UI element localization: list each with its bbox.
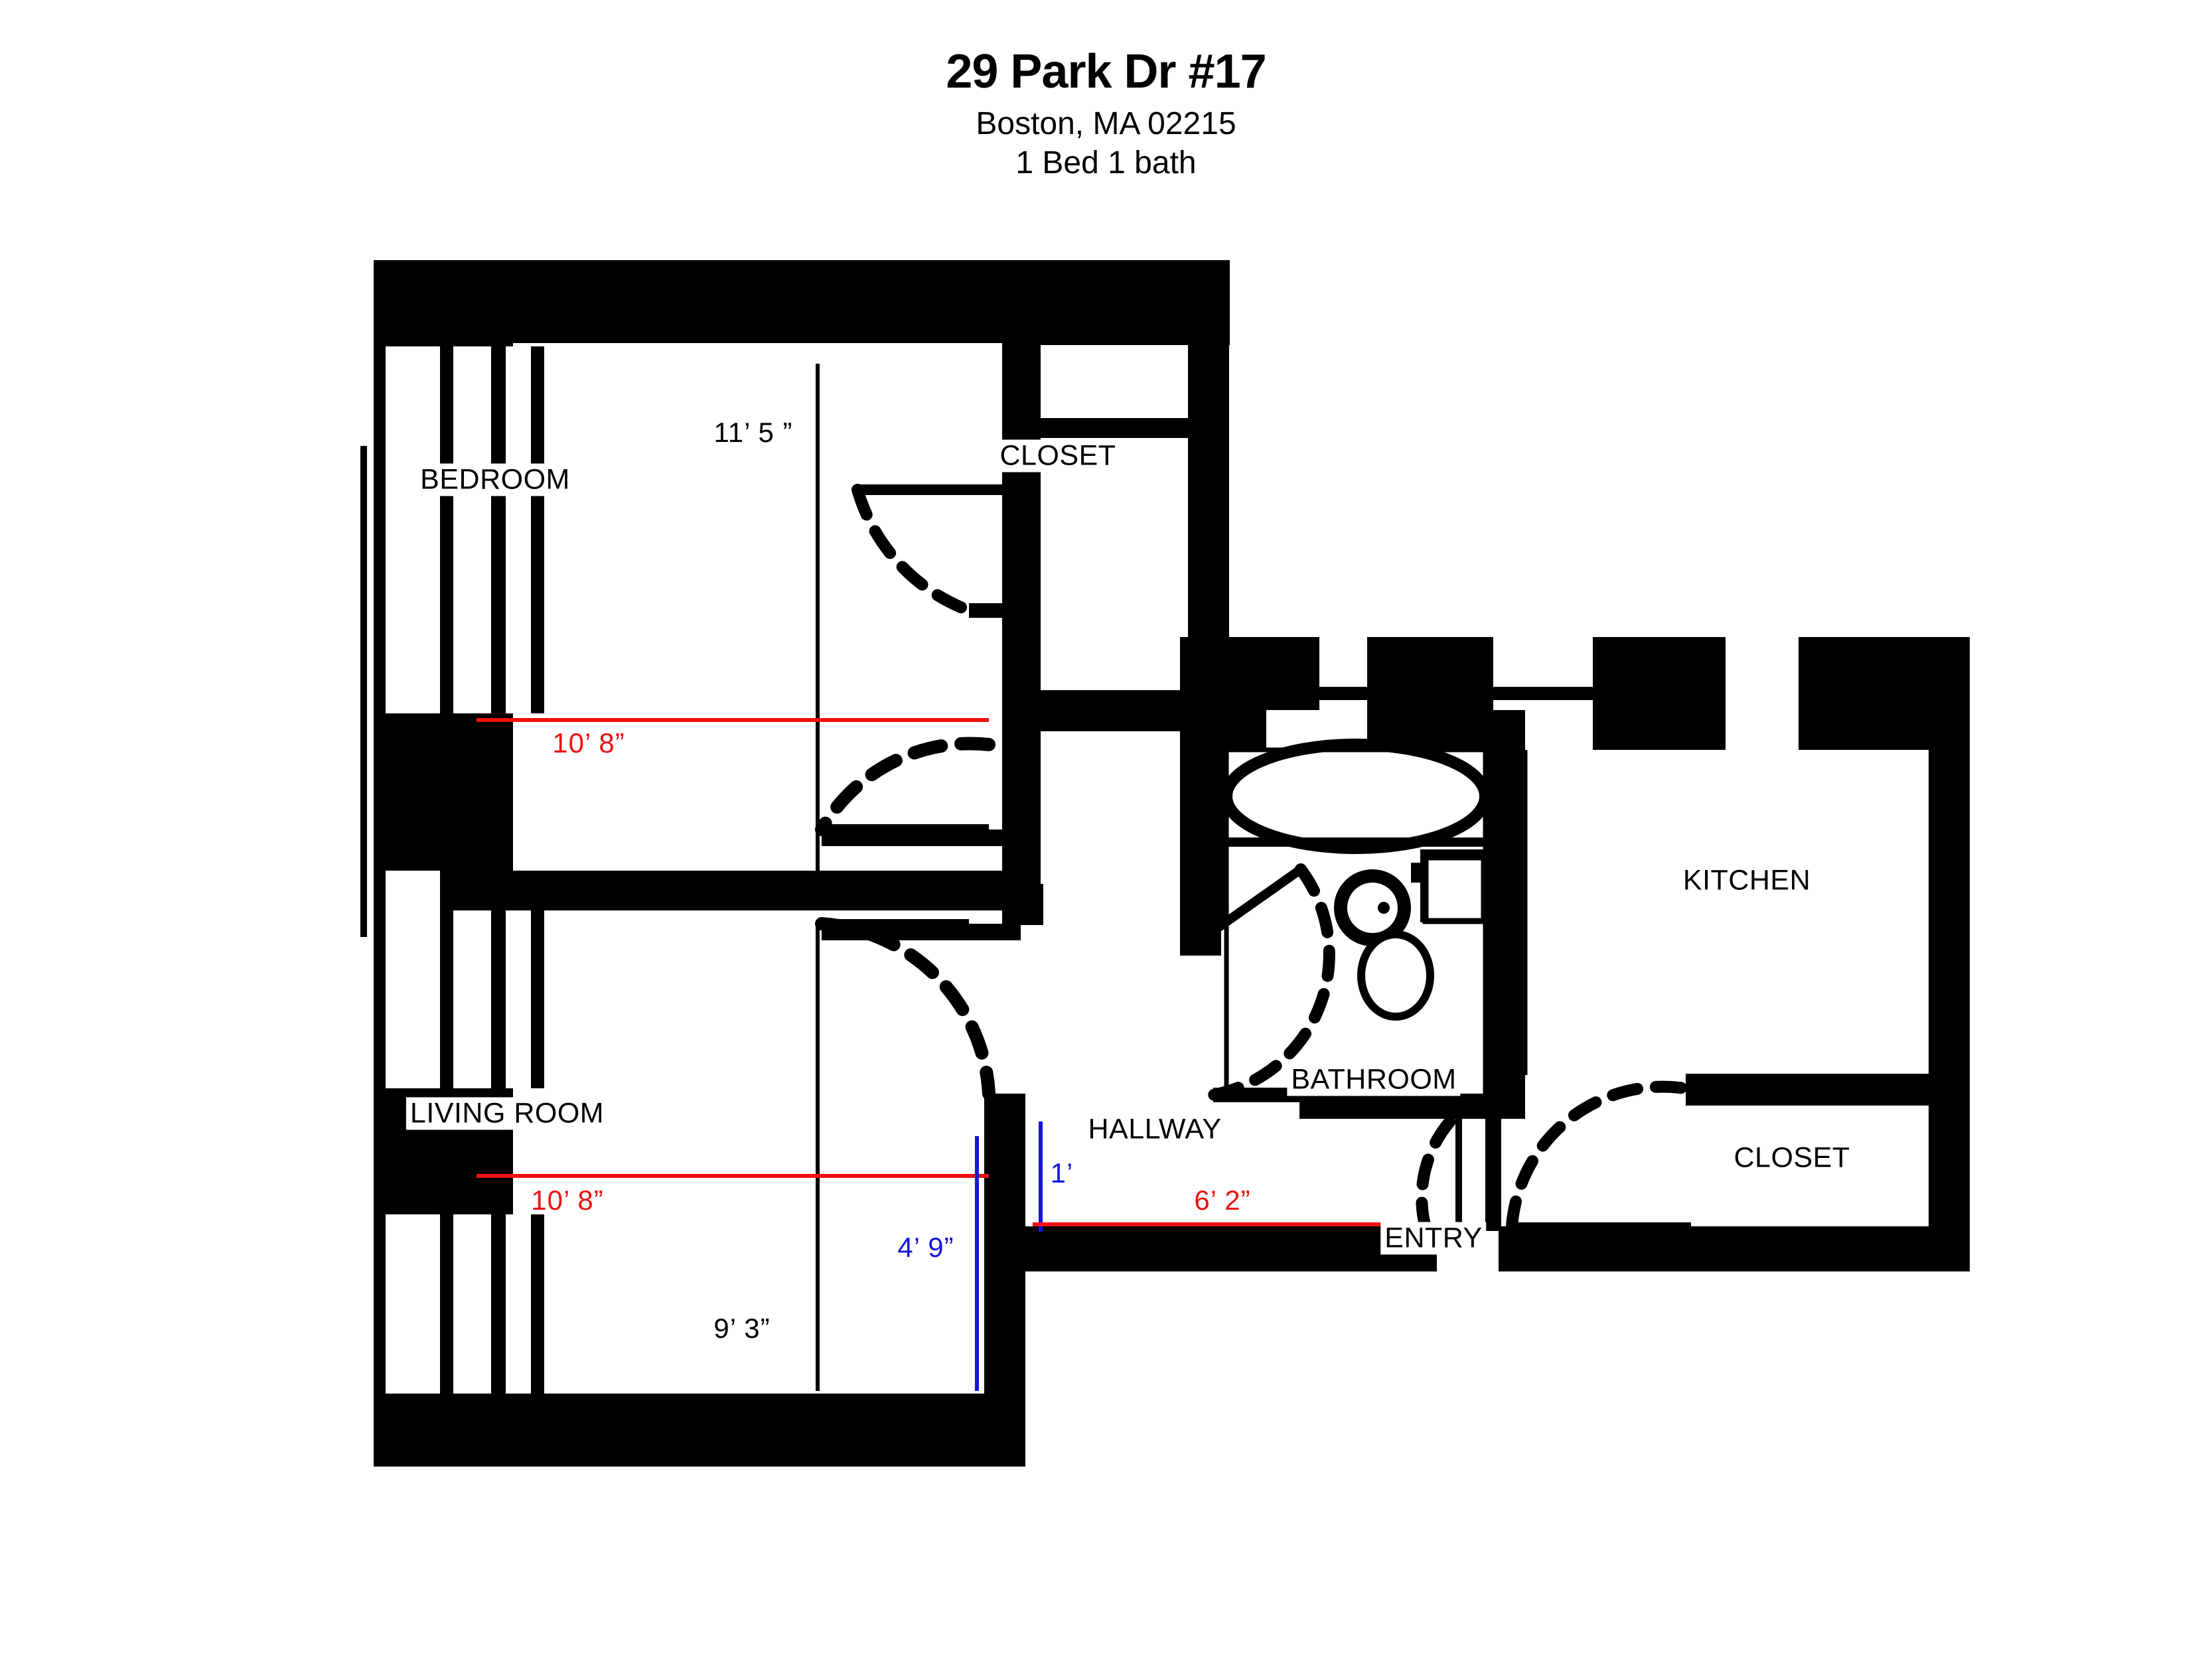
wall-west-mid-pier-1	[374, 713, 450, 871]
wall-south-living	[374, 1394, 1024, 1467]
window-frame-1-outer	[440, 346, 453, 713]
wall-bedroom-east-upper	[1002, 260, 1041, 745]
window-frame-2-inner	[531, 871, 544, 1088]
wall-west-skin	[374, 346, 386, 1395]
room-label-closet-bedroom: CLOSET	[995, 439, 1120, 472]
wall-north-bath-mid	[1367, 637, 1493, 750]
wall-west-jamb-a	[450, 713, 513, 871]
wall-bath-south	[1299, 1094, 1525, 1119]
room-label-closet-entry: CLOSET	[1730, 1141, 1854, 1175]
window-frame-3-outer	[440, 1214, 453, 1394]
door-group	[815, 484, 1691, 1234]
title-block: 29 Park Dr #17 Boston, MA 02215 1 Bed 1 …	[0, 48, 2212, 182]
window-mullion-3	[491, 1214, 506, 1394]
window-mullion-1	[491, 346, 506, 713]
window-frame-2-outer	[440, 871, 453, 1088]
sink-bowl	[1347, 883, 1398, 933]
dimension-bedroom-depth: 11’ 5 ”	[713, 417, 793, 448]
room-label-bedroom: BEDROOM	[416, 463, 574, 496]
wall-hall-south	[1025, 1226, 1437, 1271]
wall-entry-closet-left	[1485, 1115, 1501, 1231]
wall-kitchen-south	[1686, 1074, 1970, 1106]
door-leaf-bathroom	[1185, 865, 1304, 953]
door-arc-entry-closet	[1506, 1080, 1690, 1232]
bathtub-icon	[1220, 739, 1491, 854]
dimension-bedroom-width: 10’ 8”	[552, 727, 625, 758]
door-arc-bedroom	[815, 737, 995, 836]
dimension-lines	[477, 364, 1399, 1391]
window-frame-1-inner	[531, 346, 544, 713]
wall-west-upper-pier	[374, 260, 450, 346]
wall-bath-east	[1485, 710, 1525, 1115]
dimension-hallway-width: 6’ 2”	[1194, 1185, 1251, 1216]
dimension-living-alcove: 4’ 9”	[897, 1232, 954, 1263]
exterior-trim-line	[360, 446, 367, 937]
window-frame-3-inner	[531, 1214, 544, 1394]
door-arc-living	[815, 917, 995, 1100]
wall-south-entry	[1499, 1226, 1970, 1271]
wall-hall-west-stub	[1002, 884, 1043, 925]
room-label-entry: ENTRY	[1380, 1222, 1487, 1255]
wall-north-bath-left	[1226, 637, 1266, 750]
unit-summary: 1 Bed 1 bath	[1015, 145, 1197, 180]
window-mullion-2	[491, 871, 506, 1088]
door-arc-entry	[1416, 1106, 1465, 1234]
wall-group	[360, 260, 1970, 1467]
dimension-hallway-offset: 1’	[1050, 1157, 1074, 1189]
wall-bedroom-living	[450, 871, 1029, 910]
room-label-kitchen: KITCHEN	[1678, 864, 1815, 897]
page-title: 29 Park Dr #17	[946, 45, 1266, 98]
window-bar-kitchen	[1493, 687, 1593, 700]
window-bar-bath	[1266, 687, 1367, 700]
bathroom-fixtures	[1220, 739, 1491, 1021]
sink-counter	[1422, 854, 1487, 924]
dimension-living-width: 10’ 8”	[531, 1185, 604, 1216]
wall-east-exterior	[1929, 637, 1970, 1271]
wall-hall-west-upper	[1002, 731, 1041, 884]
dimension-living-depth: 9’ 3”	[713, 1313, 771, 1344]
sink-drain	[1378, 902, 1390, 914]
wall-living-east	[984, 1094, 1025, 1467]
wall-north-kitchen-r	[1593, 637, 1726, 750]
wall-west-jamb-c	[450, 260, 513, 346]
door-arc-bathroom	[1207, 863, 1335, 1101]
room-label-bathroom: BATHROOM	[1287, 1063, 1461, 1096]
address-line: Boston, MA 02215	[976, 106, 1236, 141]
toilet-icon	[1357, 930, 1434, 1021]
door-arc-bedroom-closet	[851, 484, 975, 616]
room-label-hallway: HALLWAY	[1084, 1113, 1226, 1146]
room-label-living-room: LIVING ROOM	[406, 1097, 609, 1130]
